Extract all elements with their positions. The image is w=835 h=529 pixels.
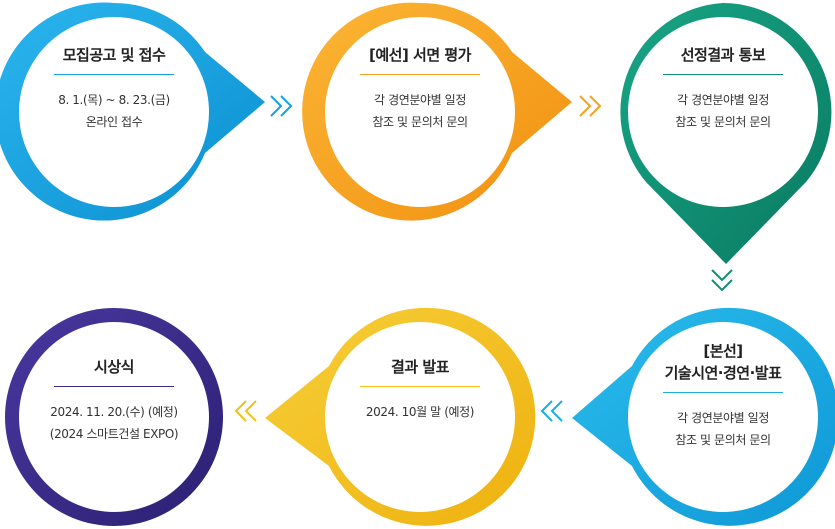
double-chevron-down-icon xyxy=(711,269,733,292)
step-divider xyxy=(54,74,174,75)
step-3: 선정결과 통보 각 경연분야별 일정 참조 및 문의처 문의 xyxy=(633,44,813,133)
step-4-shape xyxy=(572,307,835,526)
step-title: 결과 발표 xyxy=(391,358,449,376)
double-chevron-right-icon xyxy=(579,95,602,117)
step-title: 선정결과 통보 xyxy=(680,46,766,64)
step-divider xyxy=(663,74,783,75)
step-divider xyxy=(663,392,783,393)
step-6: 시상식 2024. 11. 20.(수) (예정) (2024 스마트건설 EX… xyxy=(24,356,204,445)
step-6-shape xyxy=(5,308,223,526)
step-5: 결과 발표 2024. 10월 말 (예정) xyxy=(330,356,510,423)
step-2-shape xyxy=(302,2,572,221)
step-title: [본선] 기술시연·경연·발표 xyxy=(664,342,782,382)
step-title: 모집공고 및 접수 xyxy=(62,46,166,64)
step-4: [본선] 기술시연·경연·발표 각 경연분야별 일정 참조 및 문의처 문의 xyxy=(633,340,813,451)
step-description: 각 경연분야별 일정 참조 및 문의처 문의 xyxy=(372,93,468,129)
step-description: 각 경연분야별 일정 참조 및 문의처 문의 xyxy=(675,93,771,129)
step-description: 각 경연분야별 일정 참조 및 문의처 문의 xyxy=(675,411,771,447)
step-divider xyxy=(360,74,480,75)
step-2: [예선] 서면 평가 각 경연분야별 일정 참조 및 문의처 문의 xyxy=(330,44,510,133)
double-chevron-left-icon xyxy=(540,400,563,422)
step-description: 8. 1.(목) ~ 8. 23.(금) 온라인 접수 xyxy=(58,93,170,129)
step-divider xyxy=(54,386,174,387)
step-1: 모집공고 및 접수 8. 1.(목) ~ 8. 23.(금) 온라인 접수 xyxy=(24,44,204,133)
step-title: [예선] 서면 평가 xyxy=(369,46,471,64)
step-1-shape xyxy=(0,2,265,221)
step-divider xyxy=(360,386,480,387)
step-description: 2024. 11. 20.(수) (예정) (2024 스마트건설 EXPO) xyxy=(49,405,179,441)
step-3-shape xyxy=(620,3,832,264)
step-description: 2024. 10월 말 (예정) xyxy=(365,405,475,419)
double-chevron-right-icon xyxy=(270,95,293,117)
step-5-shape xyxy=(265,307,536,526)
step-title: 시상식 xyxy=(94,358,134,376)
double-chevron-left-icon xyxy=(234,400,257,422)
